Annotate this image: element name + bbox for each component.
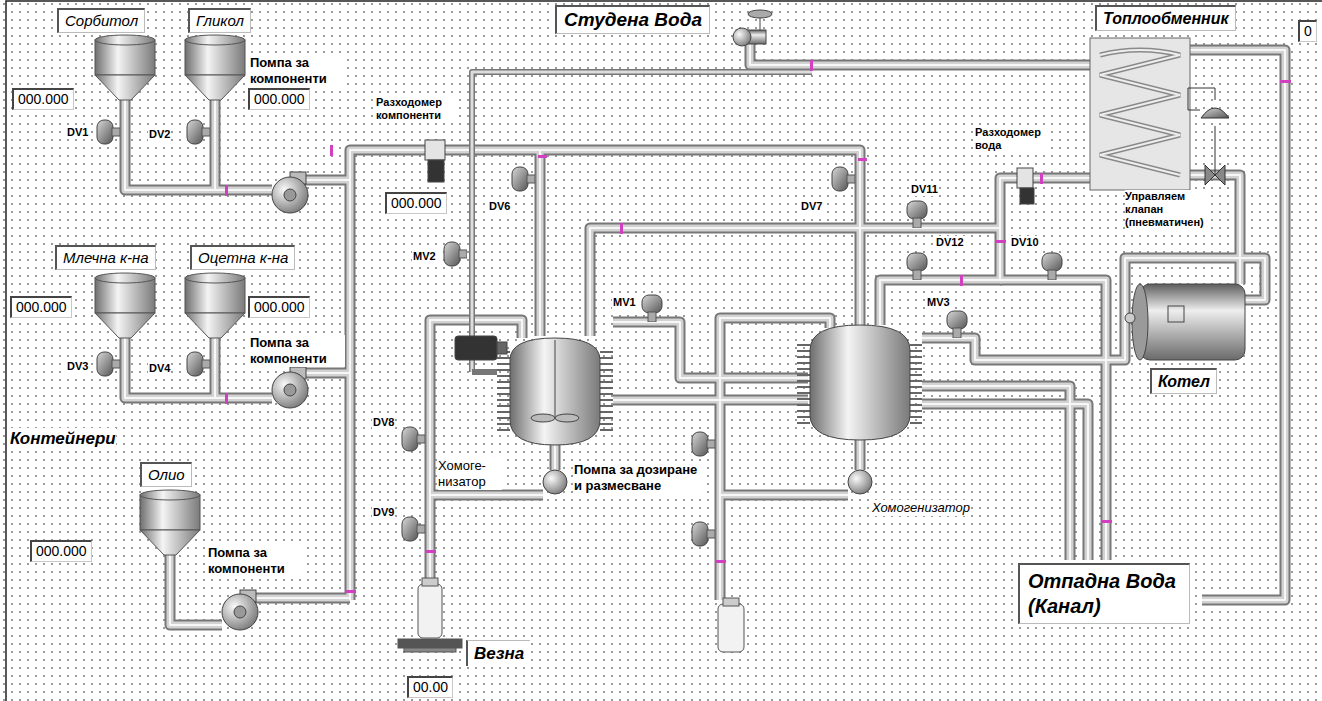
value-display: 00.00 (407, 676, 453, 698)
tank-label: Млечна к-на (55, 245, 156, 270)
value-display: 000.000 (385, 192, 447, 214)
instrument-label: Управляем клапан (пневматичен) (1125, 190, 1210, 229)
node-text: Олио (148, 466, 185, 484)
tank-label: Олио (140, 462, 192, 487)
boiler (1125, 284, 1245, 360)
node-text: Отпадна Вода (Канал) (1028, 569, 1181, 619)
node-text: 00.00 (413, 679, 448, 696)
control-valve (1188, 88, 1229, 185)
node-text: Котел (1158, 372, 1210, 391)
pump-label: Помпа за компоненти (250, 55, 345, 87)
equipment-label: Котел (1150, 368, 1217, 394)
sample-bottles (398, 578, 744, 652)
node-text: Сорбитол (65, 12, 138, 30)
value-display: 0 (1298, 20, 1317, 42)
valves (97, 120, 1062, 546)
cold-water-valve (733, 10, 772, 46)
pump-label: Помпа за дозиране и размесване (574, 462, 706, 494)
valve-tag: DV7 (800, 200, 823, 213)
value-display: 000.000 (248, 88, 310, 110)
node-text: Оцетна к-на (198, 249, 288, 267)
node-text: Топлообменник (1103, 9, 1229, 28)
valve-tag: MV3 (926, 296, 951, 309)
homogenizer-label: Хомогенизатор (872, 500, 970, 516)
homogenizer-label: Хомоге- низатор (438, 458, 502, 490)
group-label: Контейнери (10, 428, 116, 449)
instrument-label: Разходомер компоненти (376, 96, 458, 122)
homogenizers (455, 325, 922, 445)
valve-tag: DV11 (910, 183, 939, 196)
equipment-label: Топлообменник (1095, 5, 1236, 31)
pump-label: Помпа за компоненти (250, 335, 345, 367)
tank-label: Сорбитол (57, 8, 145, 33)
scale-label: Везна (466, 640, 530, 666)
tank-label: Оцетна к-на (190, 245, 295, 270)
valve-tag: DV10 (1010, 236, 1040, 249)
node-text: Студена Вода (564, 9, 702, 31)
node-text: 0 (1304, 23, 1312, 40)
node-text: 000.000 (16, 299, 67, 316)
node-text: 000.000 (254, 91, 305, 108)
node-text: 000.000 (18, 91, 69, 108)
valve-tag: DV3 (66, 360, 89, 373)
supply-tanks (95, 35, 245, 555)
heat-exchanger (1090, 38, 1190, 190)
valve-tag: MV1 (612, 296, 637, 309)
pump-label: Помпа за компоненти (208, 545, 303, 577)
flowmeters (425, 140, 1034, 204)
value-display: 000.000 (248, 296, 310, 318)
instrument-label: Разходомер вода (975, 126, 1050, 152)
valve-tag: DV8 (372, 416, 395, 429)
valve-tag: DV2 (148, 128, 171, 141)
pumps (222, 172, 872, 630)
valve-tag: DV9 (372, 506, 395, 519)
value-display: 000.000 (10, 296, 72, 318)
valve-tag: DV6 (488, 200, 511, 213)
tank-label: Гликол (188, 8, 251, 33)
drain-label: Отпадна Вода (Канал) (1018, 563, 1190, 624)
line-label: Студена Вода (555, 5, 710, 34)
node-text: 000.000 (391, 195, 442, 212)
node-text: 000.000 (254, 299, 305, 316)
valve-tag: DV1 (66, 126, 89, 139)
node-text: 000.000 (36, 543, 87, 560)
node-text: Млечна к-на (63, 249, 149, 267)
value-display: 000.000 (30, 540, 92, 562)
value-display: 000.000 (12, 88, 74, 110)
node-text: Везна (474, 643, 524, 664)
valve-tag: DV12 (935, 236, 965, 249)
valve-tag: DV4 (148, 362, 171, 375)
node-text: Гликол (196, 12, 244, 30)
valve-tag: MV2 (412, 250, 437, 263)
